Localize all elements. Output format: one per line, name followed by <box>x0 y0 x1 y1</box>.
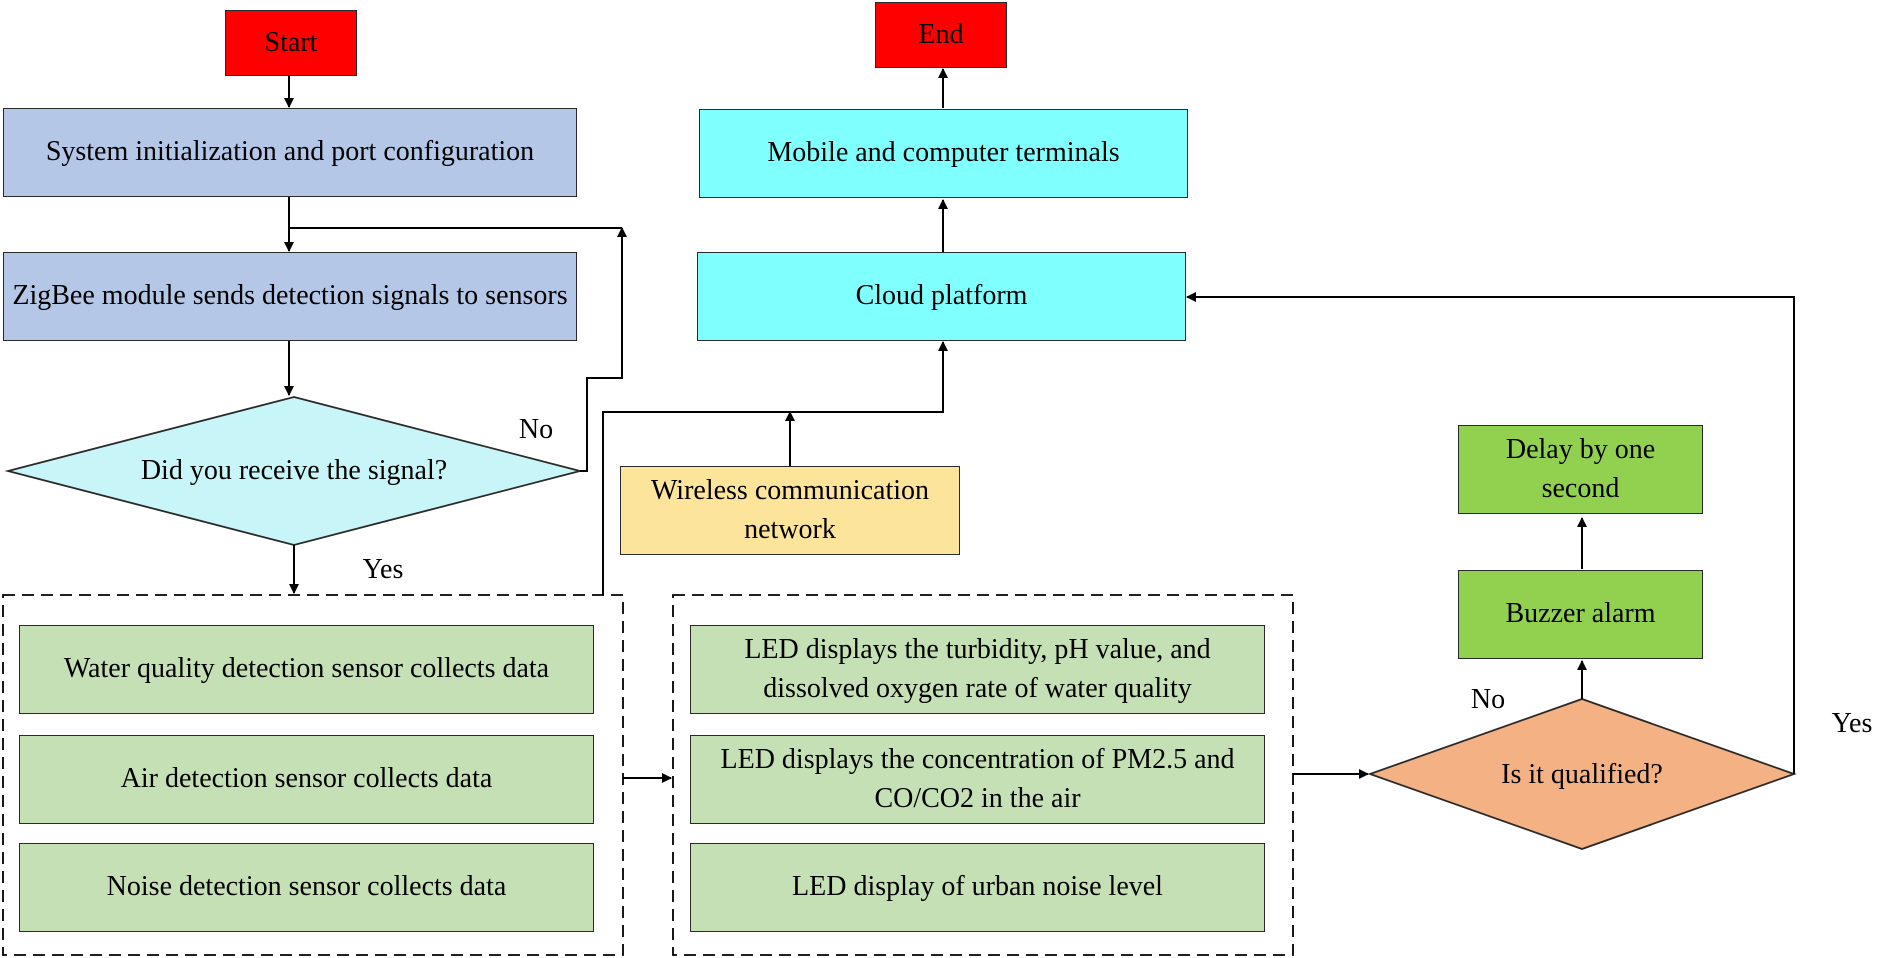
buzzer-alarm-box: Buzzer alarm <box>1458 570 1703 659</box>
cloud-platform-box: Cloud platform <box>697 252 1186 341</box>
air-sensor-box: Air detection sensor collects data <box>19 735 594 824</box>
qualified-diamond <box>1367 698 1797 850</box>
end-terminal: End <box>875 2 1007 68</box>
init-process: System initialization and port configura… <box>3 108 577 197</box>
water-sensor-box: Water quality detection sensor collects … <box>19 625 594 714</box>
received-yes-label: Yes <box>362 554 404 585</box>
led-air-box: LED displays the concentration of PM2.5 … <box>690 735 1265 824</box>
received-decision: Did you receive the signal? <box>140 455 448 486</box>
edge-sensors-cloud <box>602 341 948 595</box>
zigbee-process: ZigBee module sends detection signals to… <box>3 252 577 341</box>
edge-received-no-loop <box>580 227 627 472</box>
delay-box: Delay by one second <box>1458 425 1703 514</box>
start-terminal: Start <box>225 10 357 76</box>
terminals-box: Mobile and computer terminals <box>699 109 1188 198</box>
noise-sensor-box: Noise detection sensor collects data <box>19 843 594 932</box>
sensor-group-frame <box>2 594 624 956</box>
received-no-label: No <box>518 414 554 445</box>
wireless-network-box: Wireless communication network <box>620 466 960 555</box>
led-noise-box: LED display of urban noise level <box>690 843 1265 932</box>
qualified-no-label: No <box>1470 684 1506 715</box>
qualified-yes-label: Yes <box>1831 708 1873 739</box>
led-water-box: LED displays the turbidity, pH value, an… <box>690 625 1265 714</box>
edge-qualified-yes <box>1186 292 1795 774</box>
qualified-decision: Is it qualified? <box>1501 759 1663 790</box>
